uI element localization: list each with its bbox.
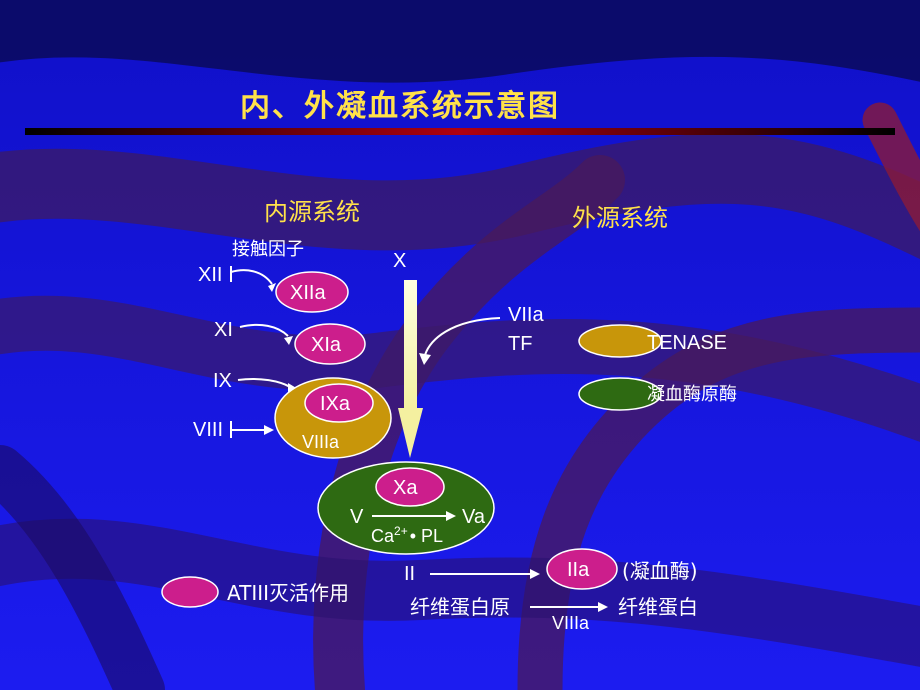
arrow-fibrinogen-to-fibrin (530, 602, 608, 612)
legend-atiii-swatch (161, 576, 219, 608)
factor-ii: II (404, 563, 416, 585)
main-arrow-head (398, 408, 423, 458)
page-title: 内、外凝血系统示意图 (240, 89, 560, 124)
factor-xiia: XIIa (290, 282, 326, 304)
xa-ellipse (375, 467, 445, 507)
title-underline (25, 128, 895, 135)
fibrin-label: 纤维蛋白 (618, 595, 698, 619)
arrow-xi-to-xia (239, 323, 293, 345)
intrinsic-system-label: 内源系统 (264, 198, 360, 226)
factor-tf: TF (508, 333, 533, 355)
factor-v: V (350, 506, 364, 528)
arrow-viia-tf (419, 317, 501, 365)
arrow-v-to-va (372, 511, 456, 521)
prothrombinase-complex-ellipse (317, 461, 495, 555)
factor-iia: IIa (567, 559, 590, 581)
legend-prothrombinase-label: 凝血酶原酶 (647, 384, 737, 405)
factor-x: X (393, 250, 407, 272)
xia-ellipse (294, 323, 366, 365)
legend-prothrombinase-swatch (578, 377, 662, 411)
arrow-ii-to-iia (430, 569, 540, 579)
calcium-pl-label: Ca2+• PL (371, 524, 444, 546)
ixa-ellipse (304, 383, 374, 423)
factor-xa: Xa (393, 477, 418, 499)
factor-viiia: VIIIa (302, 432, 340, 452)
thrombin-label: (凝血酶) (622, 559, 698, 583)
factor-ix: IX (213, 370, 232, 392)
legend-tenase-swatch (578, 324, 662, 358)
factor-viia: VIIa (508, 304, 544, 326)
factor-xi: XI (214, 319, 233, 341)
viiia-bottom-label: VIIIa (552, 613, 590, 633)
factor-xia: XIa (311, 334, 342, 356)
factor-xii: XII (198, 264, 223, 286)
legend-atiii-label: ATIII灭活作用 (227, 581, 350, 605)
fibrinogen-label: 纤维蛋白原 (410, 595, 510, 619)
main-arrow-shaft (404, 280, 417, 410)
arrow-viii-to-viiia (230, 421, 274, 438)
extrinsic-system-label: 外源系统 (572, 204, 668, 232)
factor-va: Va (462, 506, 485, 528)
iia-ellipse (546, 548, 618, 590)
xiia-ellipse (275, 271, 349, 313)
contact-factor-label: 接触因子 (232, 239, 304, 260)
arrow-xii-to-xiia (230, 266, 276, 292)
legend-tenase-label: TENASE (647, 332, 728, 354)
factor-viii: VIII (193, 419, 224, 441)
factor-ixa: IXa (320, 393, 351, 415)
